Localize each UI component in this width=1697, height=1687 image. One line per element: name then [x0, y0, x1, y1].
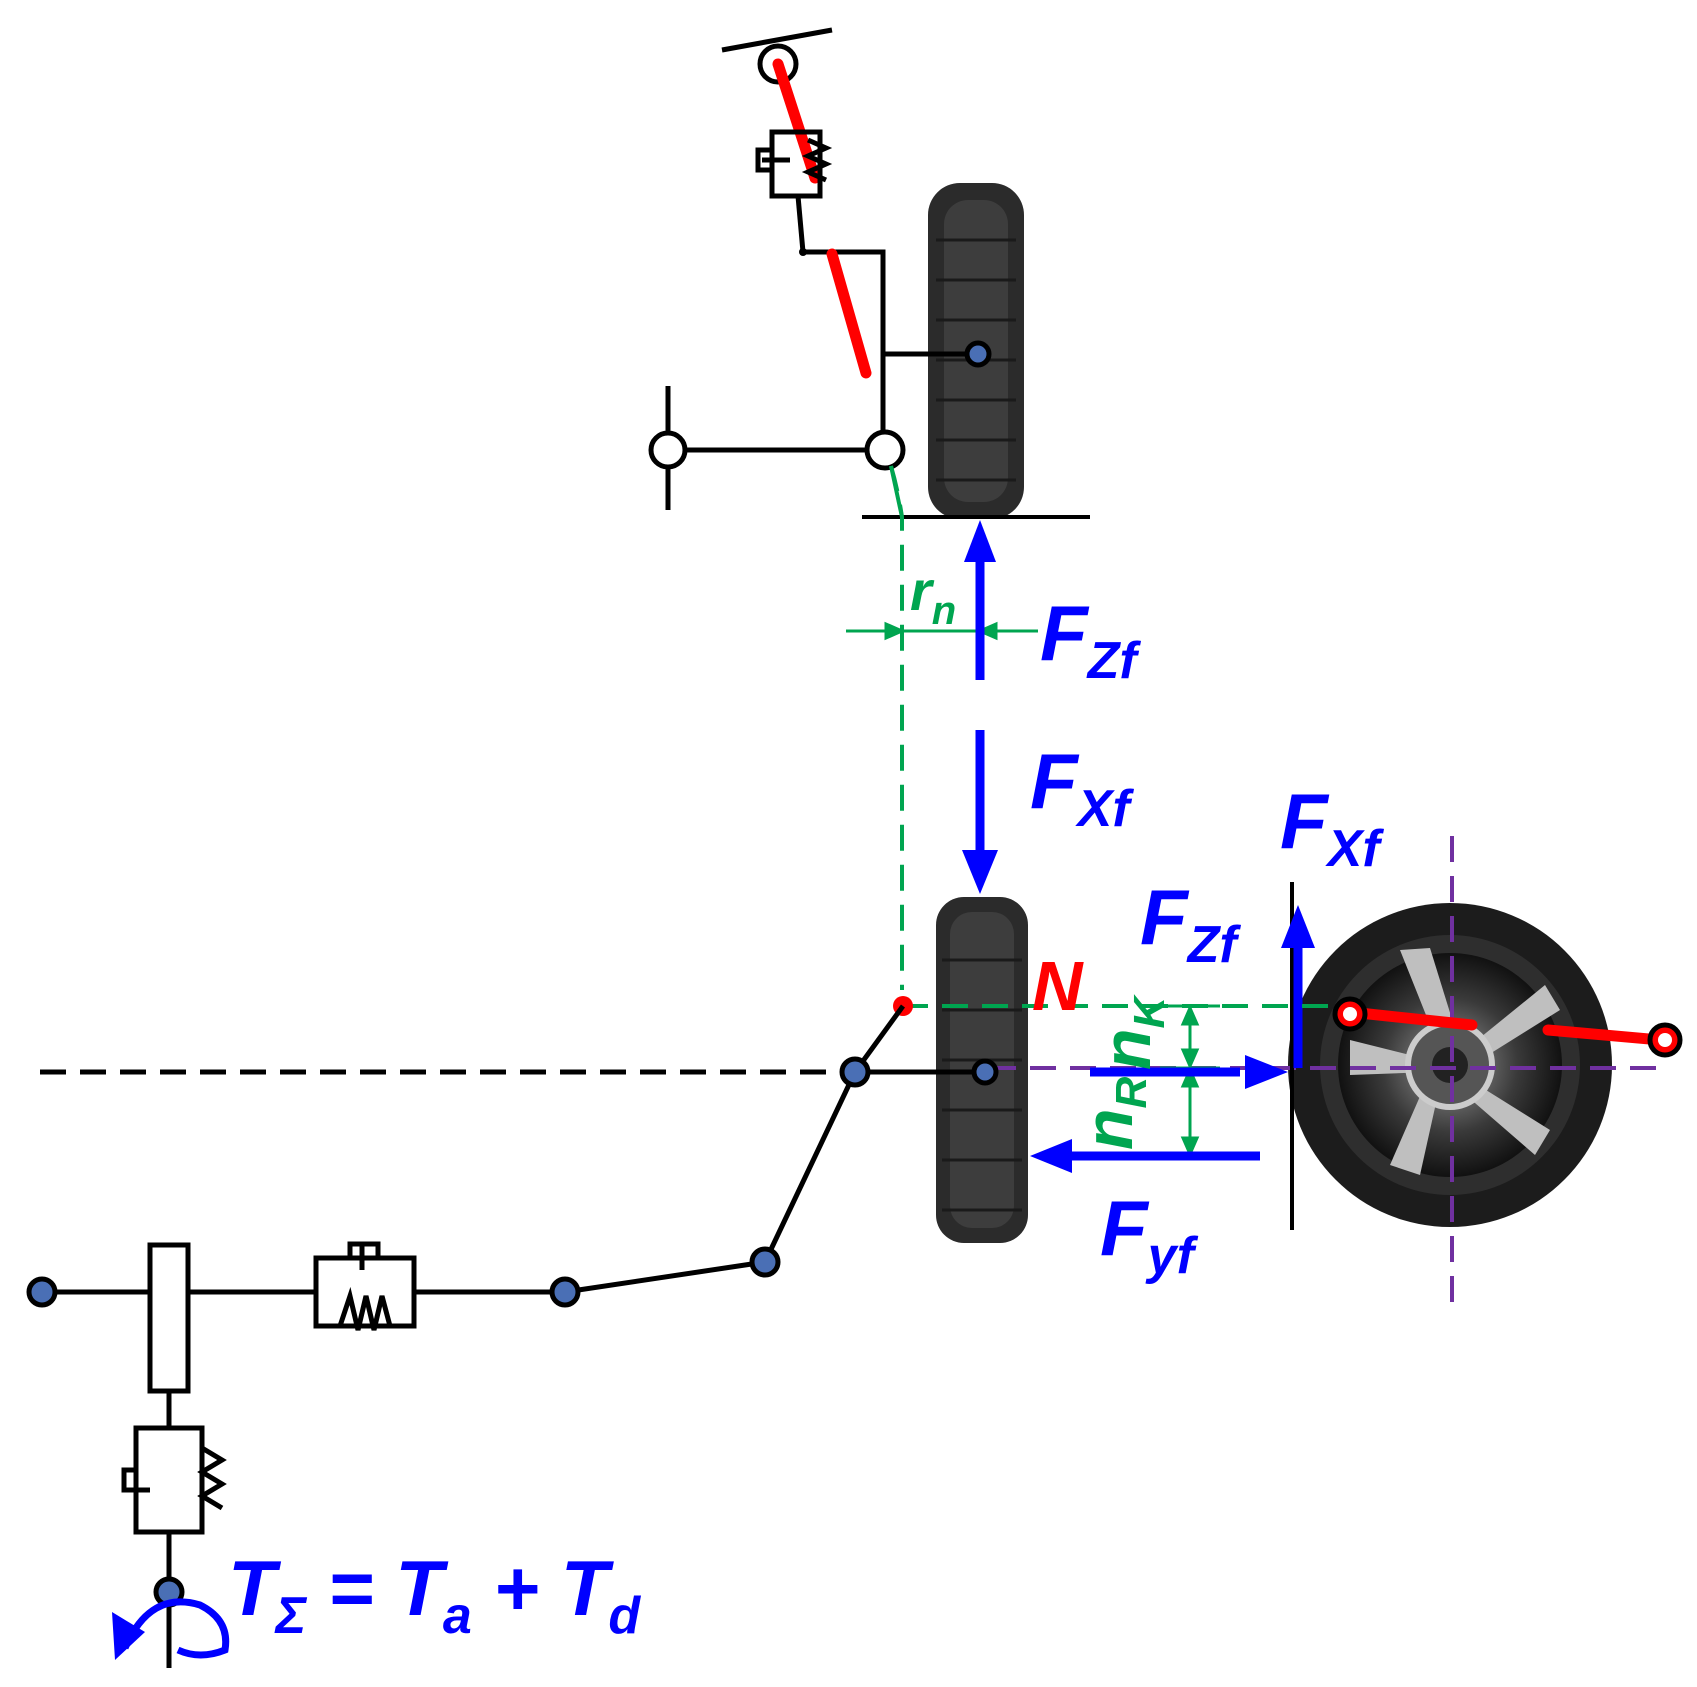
label-fyf: Fyf	[1100, 1184, 1199, 1285]
rack-housing	[147, 1242, 191, 1394]
fzf-arrowhead-top	[964, 520, 996, 562]
wheel-center-bottom	[971, 1058, 999, 1086]
joint	[749, 1246, 781, 1278]
label-rn: rn	[910, 559, 956, 633]
torque-arrow-icon	[121, 1598, 230, 1659]
wheel-centerlines	[990, 836, 1665, 1310]
frame-joint-top	[648, 430, 688, 470]
fxf-arrowhead-right	[1281, 905, 1315, 948]
wheel-center-top	[964, 340, 992, 368]
label-fxf-right: FXf	[1280, 777, 1384, 878]
strut-top-mount	[721, 27, 833, 53]
drag-link	[564, 1259, 766, 1295]
label-nr: nR	[1071, 1076, 1156, 1150]
joint	[839, 1056, 871, 1088]
label-fxf-mid: FXf	[1030, 737, 1134, 838]
strut-link-lower	[826, 248, 872, 379]
rn-dimension	[846, 621, 1038, 641]
kingpin-axis-line	[889, 465, 904, 990]
tie-rod-left	[762, 1070, 858, 1264]
label-fzf-top: FZf	[1040, 589, 1141, 690]
fxf-arrowhead-mid	[962, 850, 998, 894]
tread-lines	[936, 238, 1016, 482]
label-fzf-right: FZf	[1140, 873, 1241, 974]
spring-damper-icon	[755, 129, 833, 253]
tie-rod-right-b	[1542, 1024, 1666, 1046]
joint	[26, 1276, 58, 1308]
tie-rod-right-a	[1344, 1006, 1478, 1031]
ball-joint-top	[864, 429, 906, 471]
joint	[549, 1276, 581, 1308]
label-n-point: N	[1032, 947, 1084, 1025]
label-nk: nK	[1089, 993, 1174, 1070]
wheel-rim-icon	[1288, 903, 1612, 1227]
spring-damper-icon	[121, 1425, 227, 1535]
spring-damper-icon	[313, 1241, 417, 1331]
torque-equation: TΣ = Ta + Td	[228, 1544, 641, 1645]
